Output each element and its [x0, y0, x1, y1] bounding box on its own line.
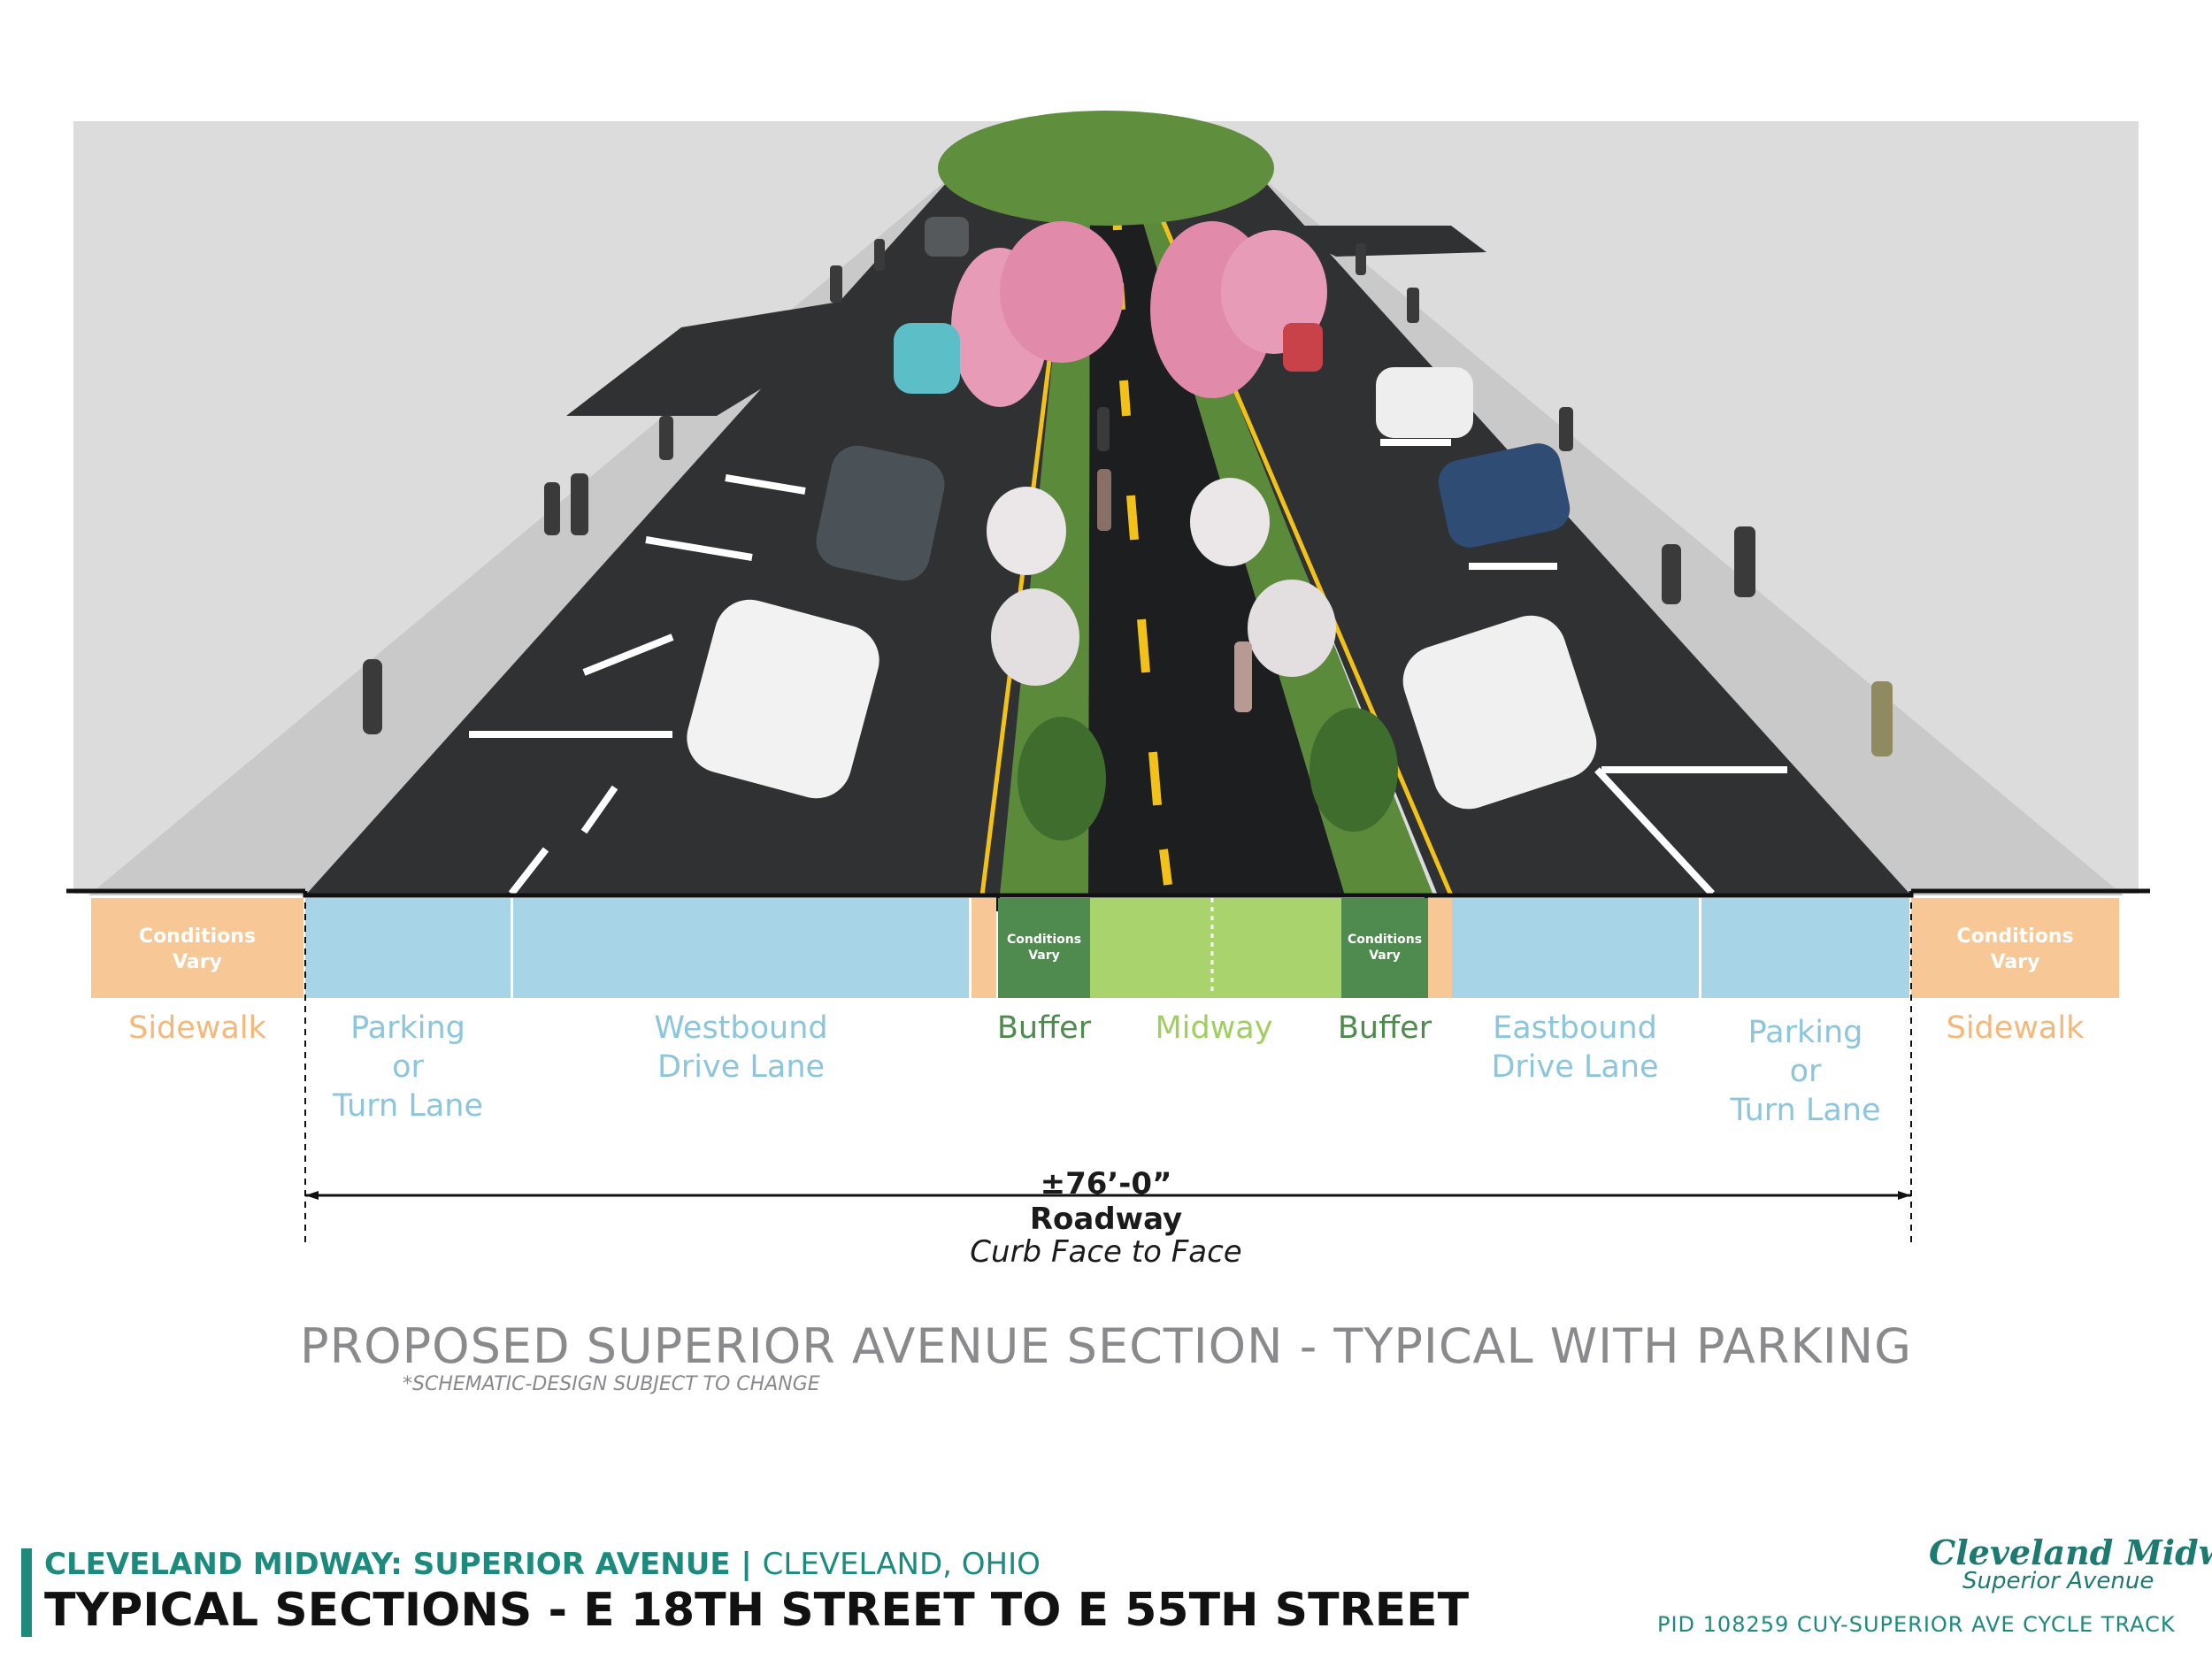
- section-segment-drive-e: [1452, 898, 1699, 998]
- label-line: Parking: [1747, 1015, 1863, 1050]
- conditions-vary-buffer-west: Conditions Vary: [998, 932, 1090, 964]
- section-title: PROPOSED SUPERIOR AVENUE SECTION - TYPIC…: [300, 1318, 1912, 1374]
- sidewalk-east: [1248, 173, 2124, 895]
- section-segment-sidewalk-w: [91, 898, 303, 998]
- section-segment-buffer-e: [1341, 898, 1428, 998]
- road-west: [305, 173, 1079, 895]
- section-segment-drive-w: [513, 898, 969, 998]
- label-sidewalk-east: Sidewalk: [1911, 1009, 2119, 1048]
- dimension-name: Roadway: [1029, 1202, 1183, 1237]
- conditions-vary-line1: Conditions: [1956, 926, 2074, 948]
- label-line: Eastbound: [1493, 1010, 1657, 1046]
- label-buffer-east: Buffer: [1323, 1009, 1447, 1048]
- conditions-vary-sidewalk-east: Conditions Vary: [1911, 925, 2119, 975]
- label-line: Sidewalk: [128, 1010, 266, 1046]
- section-segment-midway: [1090, 898, 1341, 998]
- disclaimer: *SCHEMATIC-DESIGN SUBJECT TO CHANGE: [403, 1373, 820, 1395]
- section-segment-parking-w: [305, 898, 511, 998]
- label-line: Buffer: [1337, 1010, 1432, 1046]
- conditions-vary-line1: Conditions: [138, 926, 257, 948]
- lane-markings-west: [469, 474, 806, 896]
- section-segment-buffer-w: [998, 898, 1090, 998]
- conditions-vary-line1: Conditions: [1006, 933, 1082, 947]
- cross-street-west: [566, 292, 920, 416]
- section-segment-sidewalk-e: [1911, 898, 2119, 998]
- logo-subtitle: Superior Avenue: [1962, 1568, 2154, 1594]
- conditions-vary-sidewalk-west: Conditions Vary: [91, 925, 303, 975]
- label-sidewalk-west: Sidewalk: [91, 1009, 303, 1048]
- label-line: Drive Lane: [1491, 1049, 1659, 1085]
- pedestrians: [363, 239, 1893, 757]
- curb-line: [303, 891, 1914, 898]
- label-line: Turn Lane: [1730, 1093, 1881, 1128]
- section-segment-parking-e: [1701, 898, 1909, 998]
- cars: [687, 217, 1597, 810]
- footer-project-line: CLEVELAND MIDWAY: SUPERIOR AVENUE | CLEV…: [44, 1547, 1041, 1582]
- footer-accent-bar: [21, 1548, 32, 1637]
- label-line: or: [1789, 1054, 1822, 1089]
- conditions-vary-line2: Vary: [1369, 949, 1401, 964]
- conditions-vary-line2: Vary: [173, 950, 222, 973]
- label-line: Parking: [350, 1010, 465, 1046]
- footer-separator: |: [730, 1547, 763, 1582]
- conditions-vary-line1: Conditions: [1347, 933, 1423, 947]
- project-id: PID 108259 CUY-SUPERIOR AVE CYCLE TRACK: [1657, 1612, 2176, 1637]
- label-midway: Midway: [1090, 1009, 1338, 1048]
- dimension-arrow-east: [1898, 1191, 1911, 1200]
- label-line: Midway: [1155, 1010, 1273, 1046]
- label-line: Turn Lane: [333, 1088, 483, 1124]
- conditions-vary-line2: Vary: [1028, 949, 1060, 964]
- label-buffer-west: Buffer: [982, 1009, 1106, 1048]
- conditions-vary-buffer-east: Conditions Vary: [1341, 932, 1428, 964]
- label-line: Sidewalk: [1946, 1010, 2085, 1046]
- section-segment-gap-e: [1428, 898, 1452, 998]
- project-location: CLEVELAND, OHIO: [762, 1547, 1041, 1582]
- dimension-description: Curb Face to Face: [970, 1234, 1242, 1270]
- section-bar: [91, 898, 2119, 998]
- dimension-value: ±76’-0”: [1040, 1166, 1172, 1202]
- label-line: Buffer: [996, 1010, 1092, 1046]
- dimension-arrow-west: [305, 1191, 319, 1200]
- lane-markings-east: [1380, 439, 1787, 896]
- conditions-vary-line2: Vary: [1990, 950, 2040, 973]
- logo-wordmark: Cleveland Midway: [1929, 1532, 2212, 1572]
- section-segment-gap-w: [972, 898, 996, 998]
- sheet-title: TYPICAL SECTIONS - E 18TH STREET TO E 55…: [44, 1584, 1470, 1637]
- label-line: Drive Lane: [657, 1049, 826, 1085]
- cross-street-east: [1274, 226, 1486, 257]
- label-line: or: [392, 1049, 424, 1085]
- tree-canopies: [938, 111, 1398, 841]
- project-name: CLEVELAND MIDWAY: SUPERIOR AVENUE: [44, 1547, 731, 1582]
- label-line: Westbound: [654, 1010, 828, 1046]
